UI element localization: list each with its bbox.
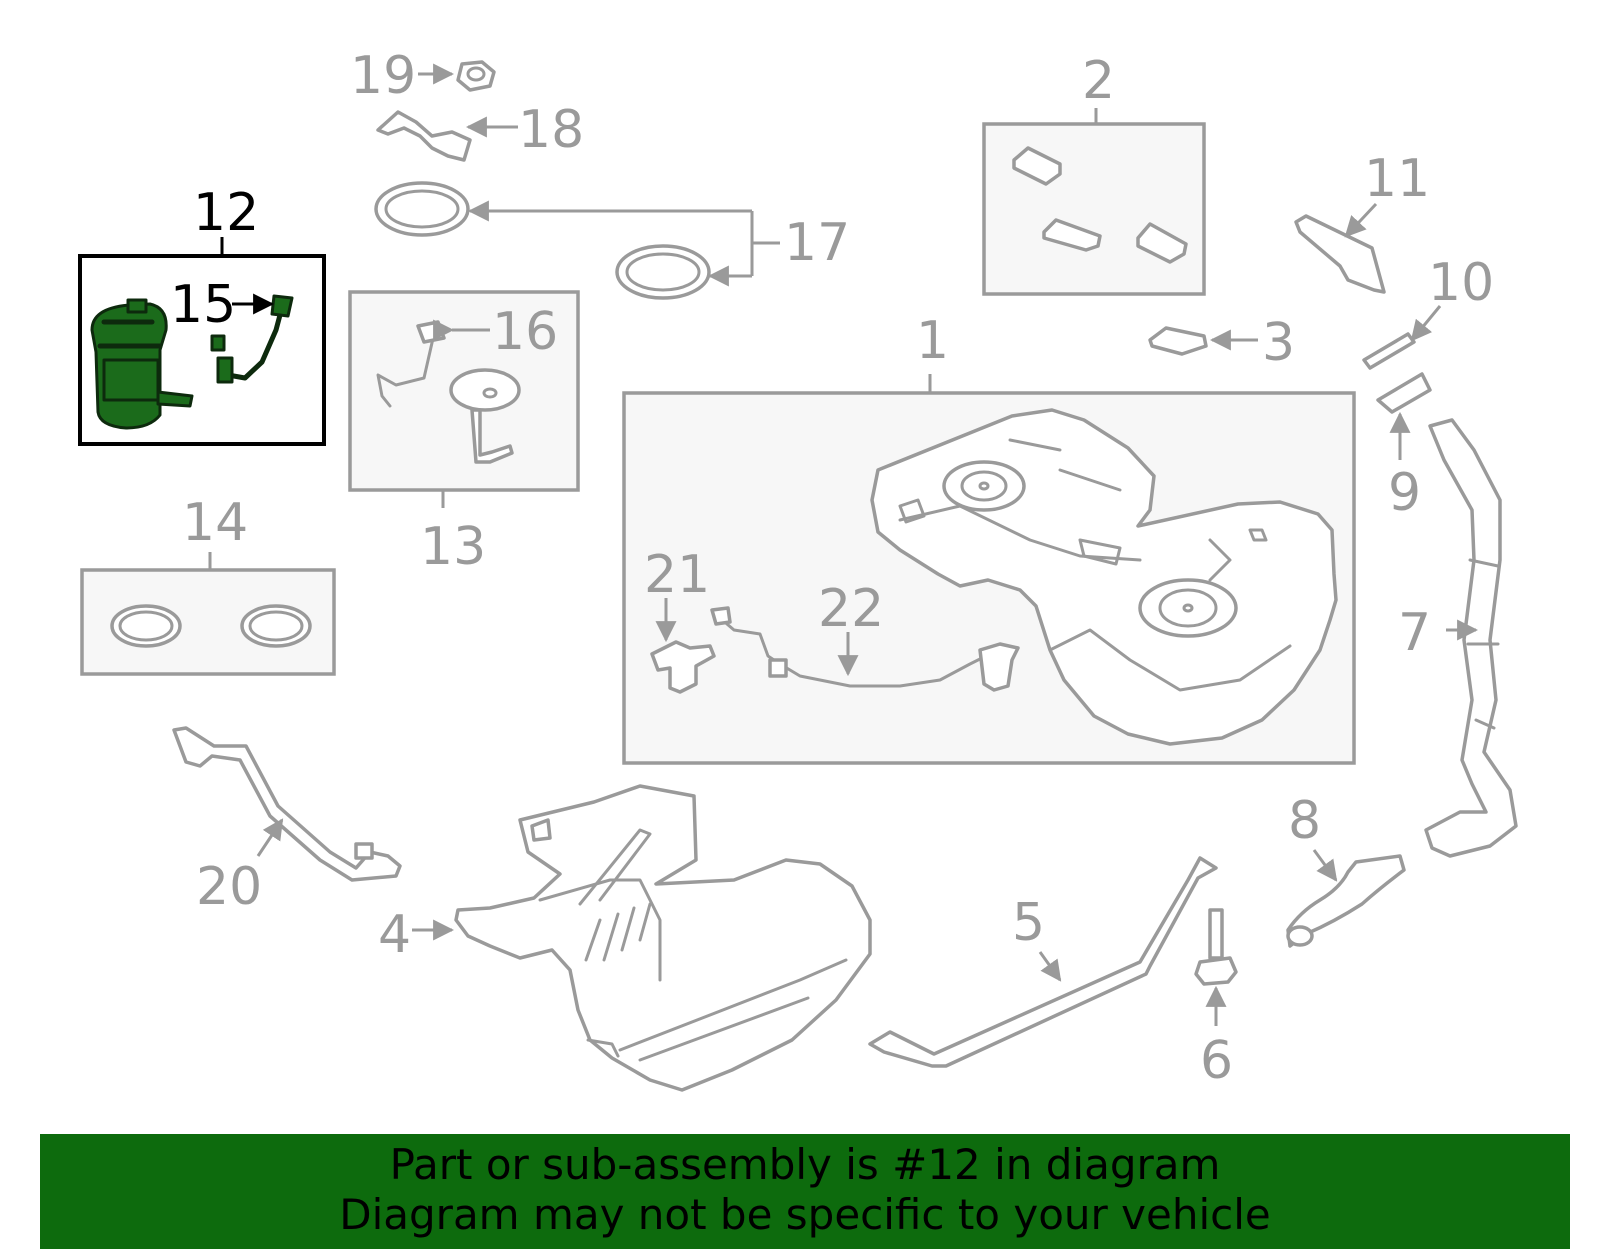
part-17-lock-ring[interactable]: 17: [374, 181, 850, 300]
callout-4: 4: [378, 905, 411, 965]
callout-22: 22: [818, 579, 884, 639]
callout-8: 8: [1288, 791, 1321, 851]
box-2-pads[interactable]: 2: [982, 51, 1206, 296]
part-10-strip[interactable]: 10: [1362, 253, 1494, 370]
callout-16: 16: [492, 302, 558, 362]
footer-line-1: Part or sub-assembly is #12 in diagram: [389, 1140, 1221, 1189]
callout-15: 15: [170, 275, 236, 335]
callout-13: 13: [420, 517, 486, 577]
part-9-pad[interactable]: 9: [1376, 372, 1432, 523]
footer-banner: Part or sub-assembly is #12 in diagram D…: [40, 1134, 1570, 1249]
part-4-heat-shield[interactable]: 4: [378, 784, 872, 1092]
callout-7: 7: [1398, 603, 1431, 663]
callout-14: 14: [182, 493, 248, 553]
callout-18: 18: [518, 100, 584, 160]
part-21-valve: [650, 640, 716, 694]
part-3-pad[interactable]: 3: [1148, 313, 1295, 373]
box-14-gaskets[interactable]: 14: [80, 493, 336, 676]
part-8-hose[interactable]: 8: [1286, 791, 1406, 948]
callout-19: 19: [350, 46, 416, 106]
part-6-bolt[interactable]: 6: [1194, 908, 1238, 1091]
part-19-nut[interactable]: 19: [350, 46, 496, 106]
box-1-fuel-tank[interactable]: 1 21: [622, 311, 1356, 765]
box-12-fuel-pump-module[interactable]: 12 15: [78, 183, 326, 446]
callout-20: 20: [196, 857, 262, 917]
fuel-pump-module: [90, 298, 194, 430]
part-5-strap[interactable]: 5: [868, 856, 1218, 1068]
fuel-tank: [870, 408, 1338, 746]
footer-line-2: Diagram may not be specific to your vehi…: [339, 1190, 1271, 1239]
callout-9: 9: [1388, 463, 1421, 523]
callout-3: 3: [1262, 313, 1295, 373]
part-18-bracket[interactable]: 18: [376, 100, 584, 162]
callout-5: 5: [1012, 893, 1045, 953]
box-13-sender-assembly[interactable]: 13 16: [348, 290, 580, 577]
part-7-filler-pipe[interactable]: 7: [1398, 418, 1518, 858]
callout-6: 6: [1200, 1031, 1233, 1091]
callout-21: 21: [644, 545, 710, 605]
callout-17: 17: [784, 213, 850, 273]
part-22-hose: [710, 606, 1020, 692]
callout-10: 10: [1428, 253, 1494, 313]
callout-1: 1: [916, 311, 949, 371]
parts-diagram: 12 15 13 16: [78, 46, 1518, 1092]
callout-2: 2: [1082, 51, 1115, 111]
callout-11: 11: [1364, 149, 1430, 209]
callout-12: 12: [193, 183, 259, 243]
part-11-shield[interactable]: 11: [1294, 149, 1430, 294]
part-20-pipe[interactable]: 20: [172, 726, 402, 917]
